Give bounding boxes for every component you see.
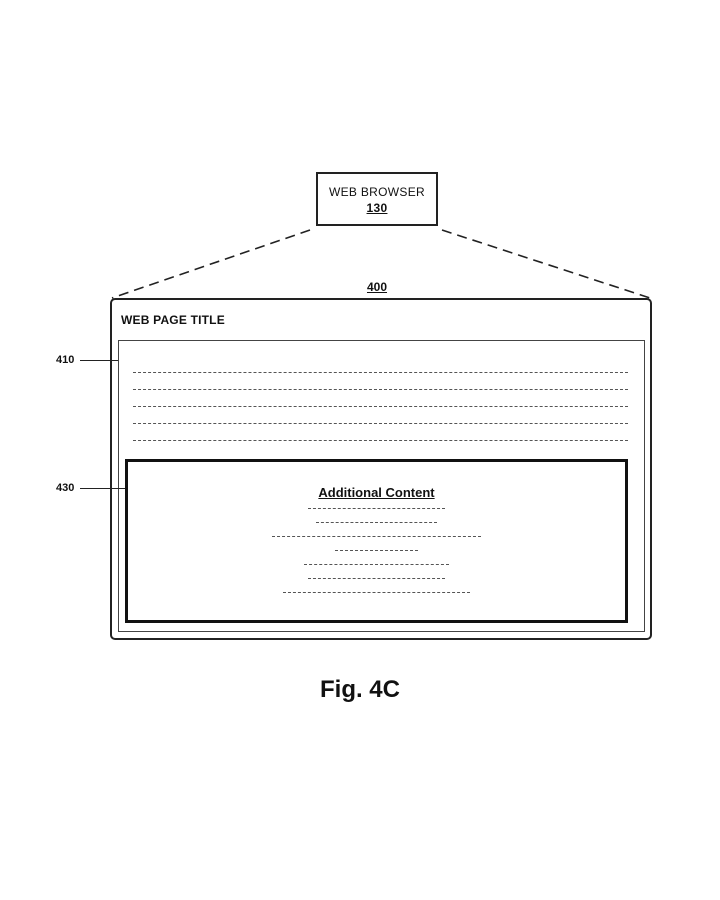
main-content-region (118, 340, 645, 632)
additional-line (283, 592, 470, 593)
content-line (133, 406, 628, 407)
additional-line (308, 508, 445, 509)
content-line (133, 372, 628, 373)
content-line (133, 440, 628, 441)
additional-line (335, 550, 418, 551)
region-430-leader (80, 488, 125, 489)
content-line (133, 389, 628, 390)
additional-content-region (125, 459, 628, 623)
web-browser-label: WEB BROWSER (329, 185, 425, 199)
web-browser-box: WEB BROWSER 130 (316, 172, 438, 226)
region-410-ref: 410 (56, 354, 75, 366)
additional-line (304, 564, 449, 565)
additional-line (316, 522, 437, 523)
web-browser-ref: 130 (366, 201, 388, 215)
additional-content-title: Additional Content (318, 485, 435, 500)
region-410-leader (80, 360, 118, 361)
additional-line (308, 578, 445, 579)
region-430-ref: 430 (56, 482, 75, 494)
web-page-frame (110, 298, 652, 640)
additional-line (272, 536, 481, 537)
web-page-ref: 400 (366, 280, 388, 294)
figure-caption: Fig. 4C (319, 676, 400, 703)
connector-left (111, 229, 311, 299)
connector-right (441, 229, 651, 299)
content-line (133, 423, 628, 424)
web-page-title: WEB PAGE TITLE (121, 313, 225, 327)
